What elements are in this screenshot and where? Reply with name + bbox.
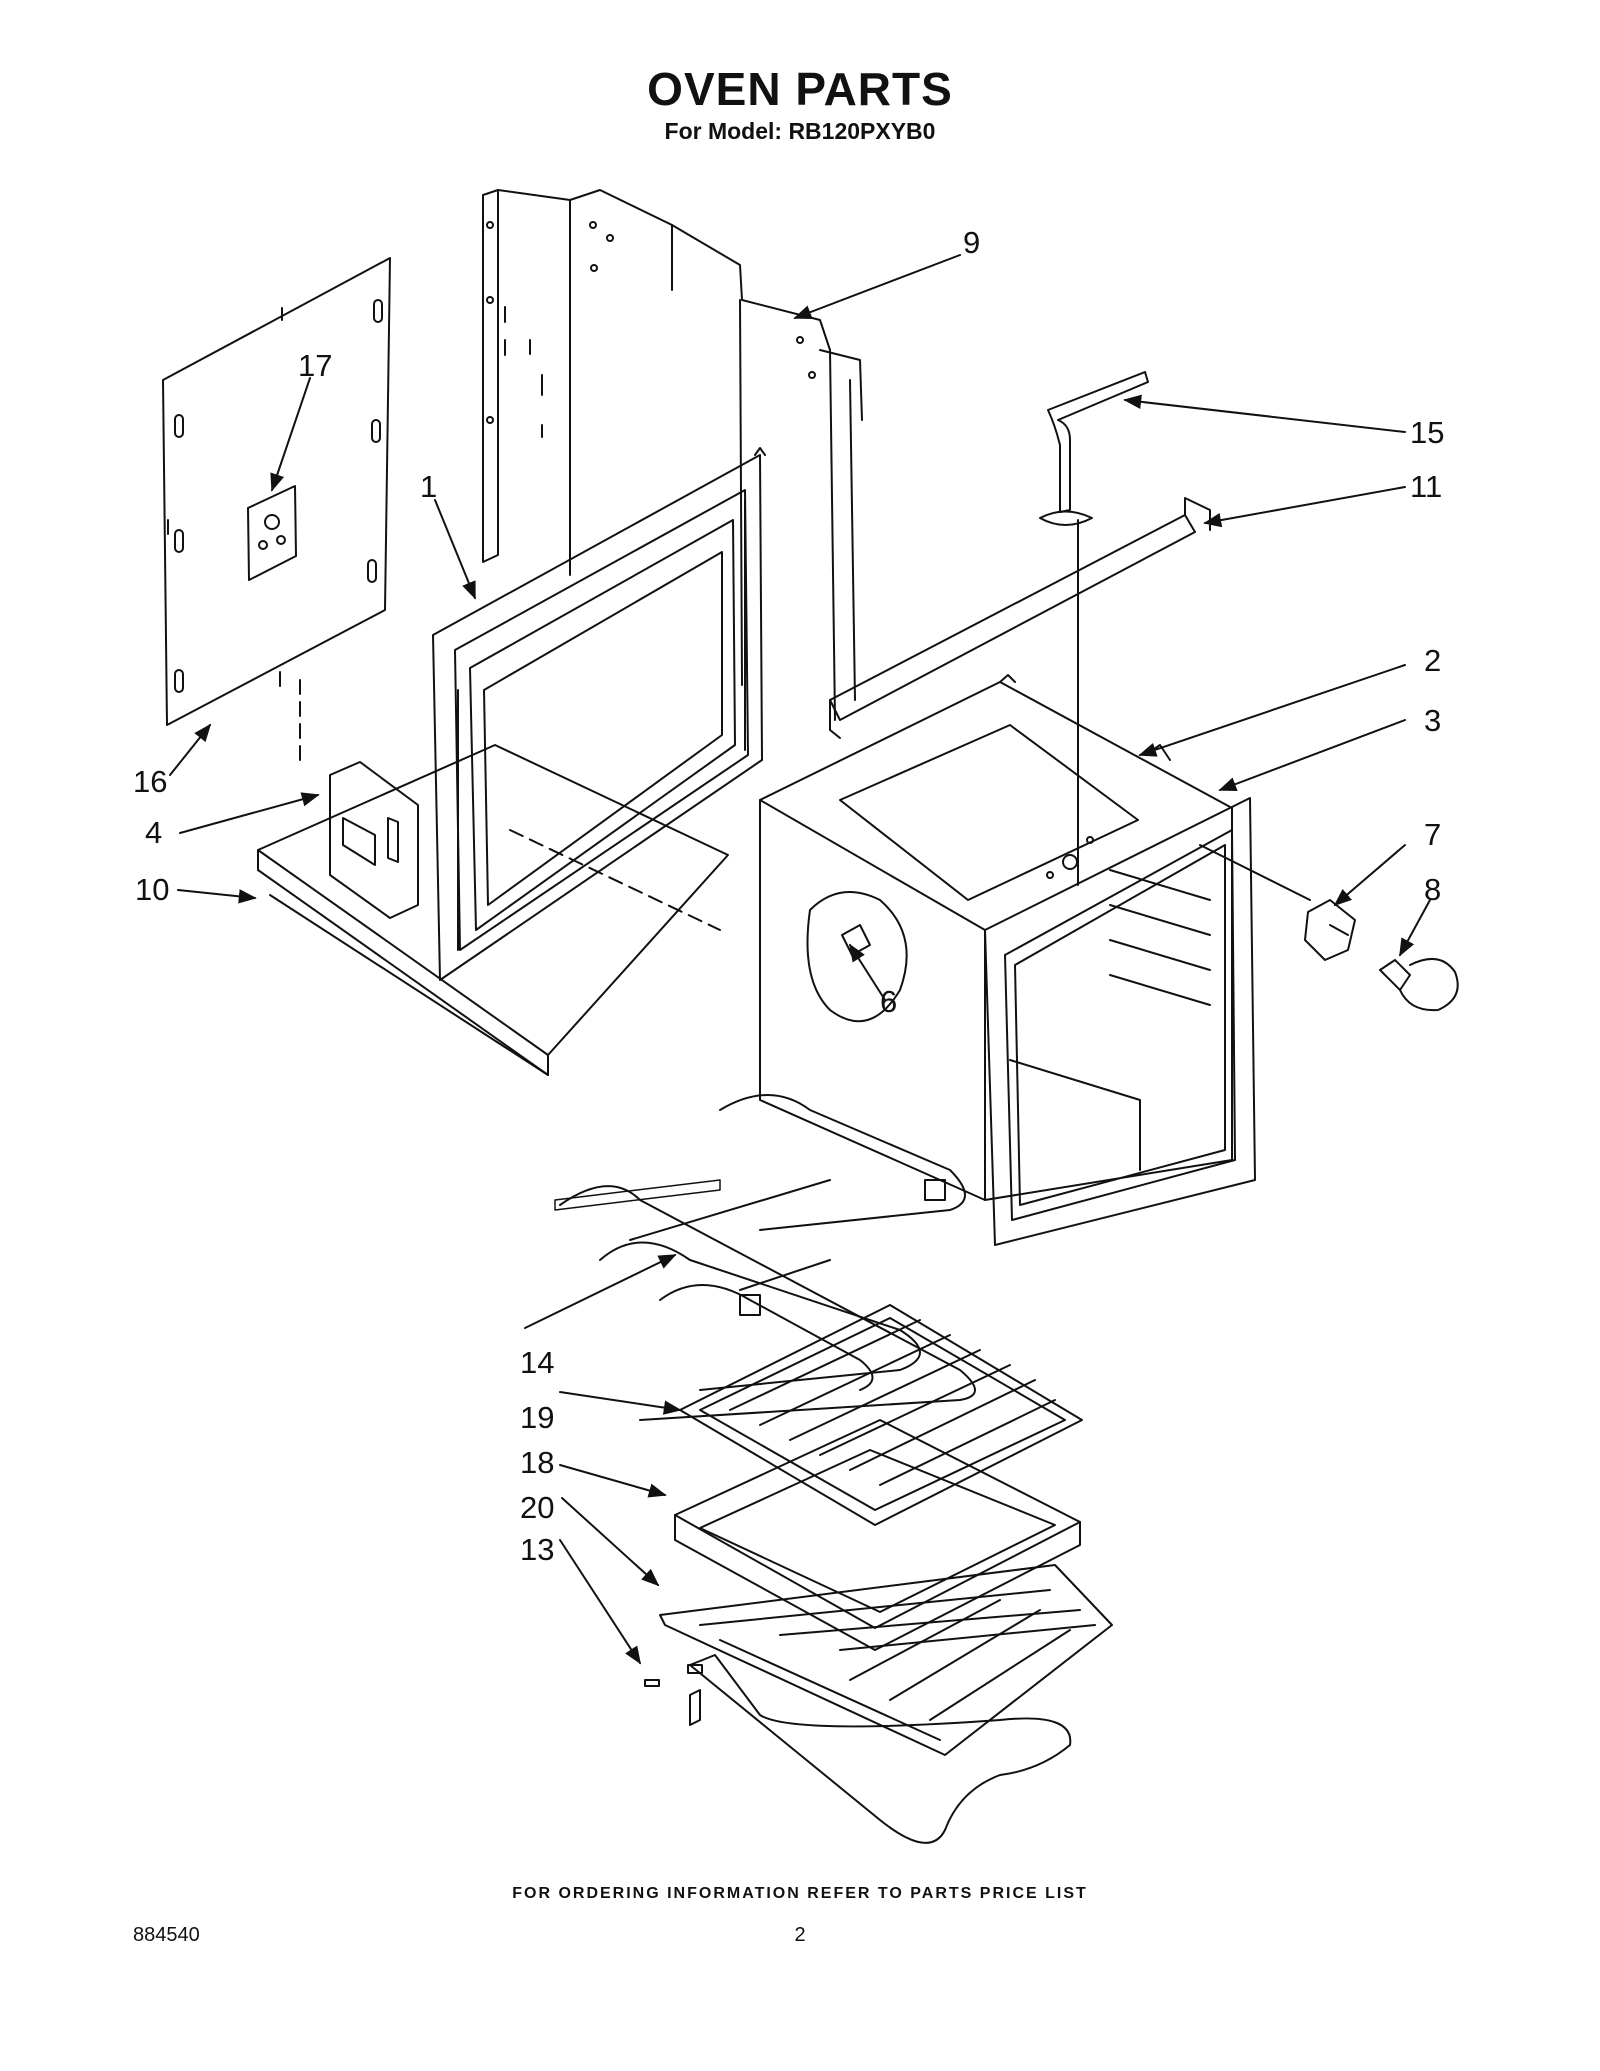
- part-9-rear-frame: [482, 189, 863, 721]
- part-18-broil-pan: [674, 1419, 1081, 1651]
- part-14-bake-element: [554, 1094, 976, 1421]
- callout-17: 17: [298, 348, 332, 383]
- part-4-bracket: [329, 761, 419, 919]
- part-13-broil-element: [644, 1654, 1072, 1844]
- part-10-base: [257, 744, 729, 1076]
- callout-20: 20: [520, 1490, 554, 1525]
- part-11-support-rail: [829, 497, 1211, 739]
- callout-10: 10: [135, 872, 169, 907]
- ordering-note: FOR ORDERING INFORMATION REFER TO PARTS …: [512, 1885, 1088, 1902]
- document-number: 884540: [133, 1924, 200, 1946]
- callout-9: 9: [963, 225, 980, 260]
- page-title: OVEN PARTS: [647, 63, 953, 115]
- part-15-tube: [1039, 371, 1149, 526]
- callout-15: 15: [1410, 415, 1444, 450]
- part-7-lamp-socket: [1304, 899, 1356, 961]
- callout-1: 1: [420, 469, 437, 504]
- guide-line: [1199, 844, 1311, 901]
- callout-16: 16: [133, 764, 167, 799]
- callout-18: 18: [520, 1445, 554, 1480]
- callout-8: 8: [1424, 872, 1441, 907]
- part-17-mounting-plate: [247, 485, 297, 581]
- callout-14: 14: [520, 1345, 554, 1380]
- page-number: 2: [794, 1924, 806, 1946]
- leader-arrows: [169, 254, 1431, 1665]
- guide-line: [509, 829, 721, 931]
- callout-7: 7: [1424, 817, 1441, 852]
- callout-6: 6: [880, 984, 897, 1019]
- model-subtitle: For Model: RB120PXYB0: [664, 118, 936, 144]
- callout-2: 2: [1424, 643, 1441, 678]
- callout-3: 3: [1424, 703, 1441, 738]
- part-2-oven-cavity: [759, 674, 1233, 1201]
- part-20-oven-rack: [659, 1564, 1113, 1756]
- part-8-light-bulb: [1379, 957, 1459, 1012]
- callout-labels: 9 15 11 17 1 2 3 7 8 16 4 10 6 14 19 18 …: [133, 225, 1444, 1567]
- callout-13: 13: [520, 1532, 554, 1567]
- callout-4: 4: [145, 815, 162, 850]
- part-6-vent: [806, 891, 908, 1023]
- part-19-broil-grid: [679, 1304, 1083, 1526]
- part-3-front-gasket: [984, 797, 1256, 1246]
- part-16-side-panel: [162, 257, 391, 726]
- callout-19: 19: [520, 1400, 554, 1435]
- callout-11: 11: [1410, 469, 1442, 504]
- part-1-front-frame: [432, 447, 766, 981]
